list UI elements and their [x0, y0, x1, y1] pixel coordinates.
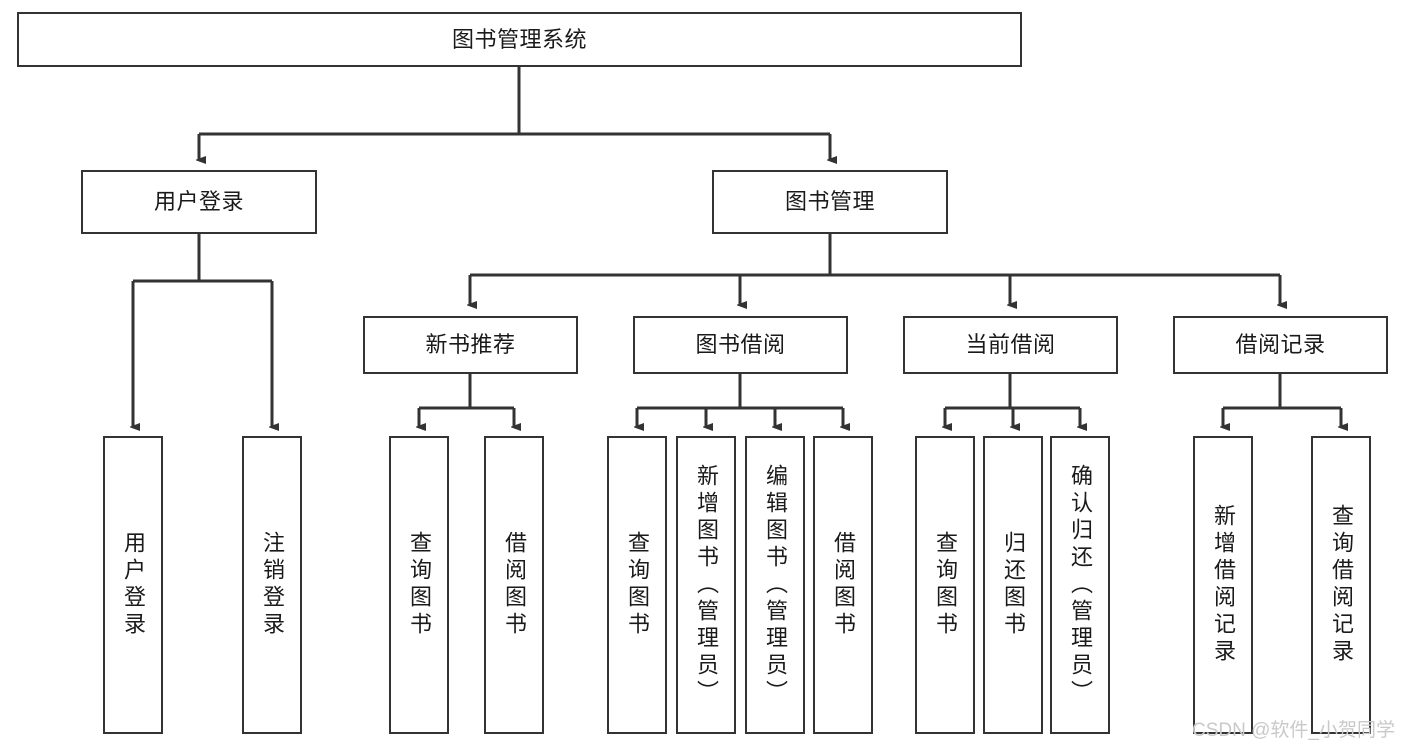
- node-label: 图书管理: [784, 189, 875, 215]
- node-label: 借阅记录: [1235, 332, 1326, 358]
- node-label: 借阅图书: [831, 531, 856, 639]
- node-label: 借阅图书: [502, 531, 527, 639]
- node-borrow-records[interactable]: 借阅记录: [1173, 316, 1388, 374]
- leaf-query-book-borrow[interactable]: 查询图书: [607, 436, 667, 734]
- watermark: CSDN @软件_小贺同学: [1192, 720, 1395, 741]
- leaf-add-borrow-record[interactable]: 新增借阅记录: [1193, 436, 1253, 734]
- node-label: 用户登录: [121, 531, 146, 639]
- leaf-query-book-current[interactable]: 查询图书: [915, 436, 975, 734]
- leaf-edit-book-admin[interactable]: 编辑图书（管理员）: [745, 436, 805, 734]
- leaf-query-book-recommend[interactable]: 查询图书: [389, 436, 449, 734]
- leaf-confirm-return-admin[interactable]: 确认归还（管理员）: [1050, 436, 1110, 734]
- node-label: 归还图书: [1001, 531, 1026, 639]
- node-label: 新增图书（管理员）: [694, 463, 719, 707]
- node-label: 确认归还（管理员）: [1068, 463, 1093, 707]
- node-book-management[interactable]: 图书管理: [712, 170, 948, 234]
- leaf-borrow-book-recommend[interactable]: 借阅图书: [484, 436, 544, 734]
- leaf-logout[interactable]: 注销登录: [242, 436, 302, 734]
- node-new-book-recommend[interactable]: 新书推荐: [363, 316, 578, 374]
- node-label: 查询图书: [933, 531, 958, 639]
- node-label: 注销登录: [260, 531, 285, 639]
- leaf-return-book[interactable]: 归还图书: [983, 436, 1043, 734]
- node-label: 查询图书: [407, 531, 432, 639]
- node-label: 新增借阅记录: [1211, 504, 1236, 666]
- leaf-borrow-book[interactable]: 借阅图书: [813, 436, 873, 734]
- node-book-borrow[interactable]: 图书借阅: [633, 316, 848, 374]
- node-label: 当前借阅: [965, 332, 1056, 358]
- node-label: 图书借阅: [695, 332, 786, 358]
- leaf-user-login[interactable]: 用户登录: [103, 436, 163, 734]
- leaf-add-book-admin[interactable]: 新增图书（管理员）: [676, 436, 736, 734]
- node-root[interactable]: 图书管理系统: [17, 12, 1022, 67]
- node-label: 查询借阅记录: [1329, 504, 1354, 666]
- node-label: 用户登录: [153, 189, 244, 215]
- leaf-query-borrow-record[interactable]: 查询借阅记录: [1311, 436, 1371, 734]
- node-label: 图书管理系统: [451, 26, 587, 52]
- node-label: 编辑图书（管理员）: [763, 463, 788, 707]
- node-label: 查询图书: [625, 531, 650, 639]
- node-user-login[interactable]: 用户登录: [81, 170, 317, 234]
- node-label: 新书推荐: [425, 332, 516, 358]
- node-current-borrow[interactable]: 当前借阅: [903, 316, 1118, 374]
